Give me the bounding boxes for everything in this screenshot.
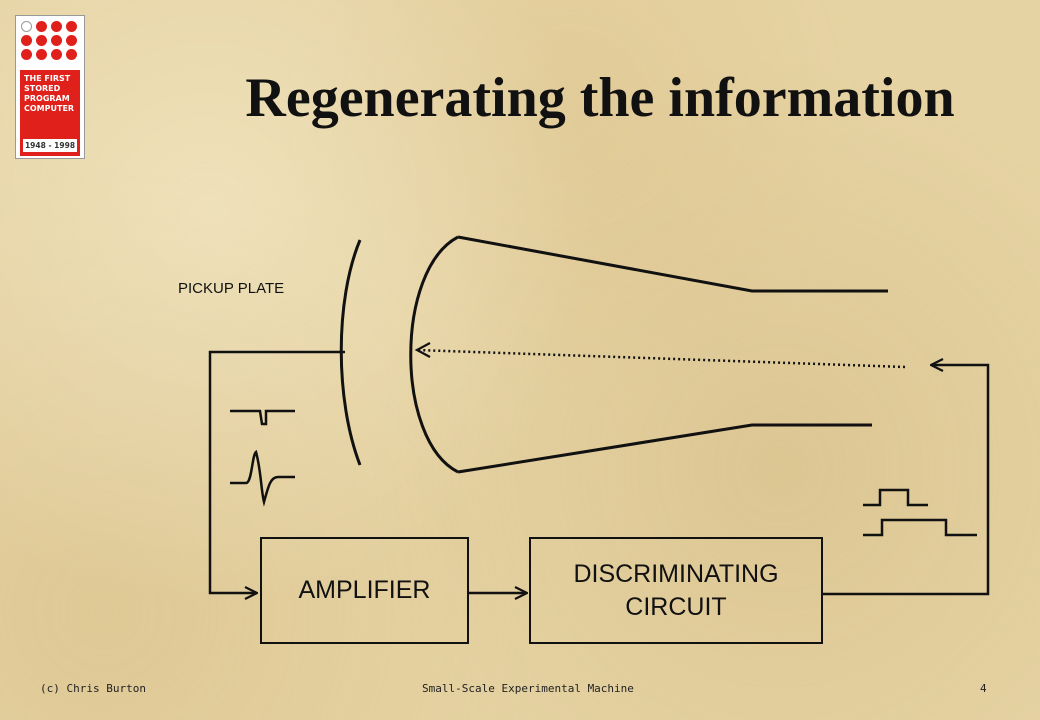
pickup-plate-label: PICKUP PLATE <box>178 280 285 297</box>
ssem-logo: THE FIRST STORED PROGRAM COMPUTER 1948 -… <box>15 15 85 159</box>
plate-to-amplifier-wire <box>208 350 345 593</box>
electron-beam-arrow <box>416 348 906 369</box>
short-digital-pulse-waveform <box>863 488 928 507</box>
crt-tube-bottom <box>457 423 872 474</box>
discriminator-feedback-wire <box>823 365 990 596</box>
logo-dot <box>36 35 47 46</box>
electron-beam-arrowhead <box>414 342 431 358</box>
logo-dot <box>51 35 62 46</box>
footer-title: Small-Scale Experimental Machine <box>422 682 634 695</box>
amplifier-box: AMPLIFIER <box>260 537 469 644</box>
page-number: 4 <box>980 682 987 695</box>
logo-dot <box>66 49 77 60</box>
footer-copyright: (c) Chris Burton <box>40 682 146 695</box>
discriminating-circuit-box: DISCRIMINATING CIRCUIT <box>529 537 823 644</box>
logo-dot <box>21 35 32 46</box>
long-digital-pulse-waveform <box>863 518 977 537</box>
pickup-pulse-waveform <box>230 409 295 426</box>
logo-dot <box>21 49 32 60</box>
logo-dot <box>66 21 77 32</box>
amplifier-label: AMPLIFIER <box>298 576 431 604</box>
amplified-pulse-waveform <box>230 449 295 507</box>
logo-dot <box>36 21 47 32</box>
logo-years: 1948 - 1998 <box>23 139 77 152</box>
crt-face <box>409 235 459 474</box>
logo-dot <box>51 21 62 32</box>
logo-dot <box>66 35 77 46</box>
discriminating-circuit-label: DISCRIMINATING CIRCUIT <box>573 559 779 621</box>
logo-dot <box>21 21 32 32</box>
logo-dot <box>36 49 47 60</box>
logo-dot <box>51 49 62 60</box>
crt-tube-top <box>457 235 888 293</box>
logo-text: THE FIRST STORED PROGRAM COMPUTER <box>24 74 75 113</box>
pickup-plate <box>339 239 362 466</box>
logo-dot-grid <box>21 21 81 60</box>
logo-red-panel: THE FIRST STORED PROGRAM COMPUTER 1948 -… <box>20 70 80 156</box>
slide-title: Regenerating the information <box>245 67 955 129</box>
